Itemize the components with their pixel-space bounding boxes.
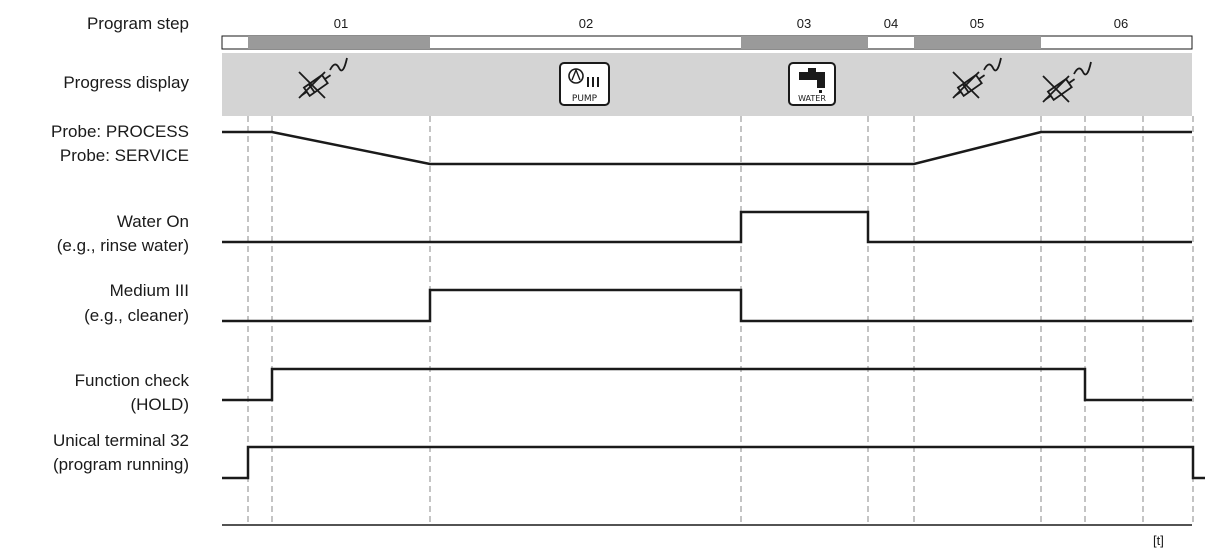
label-function-check-note: (HOLD)	[130, 395, 189, 414]
water-icon: WATER	[788, 62, 836, 106]
function-check-trace	[222, 367, 1192, 402]
label-probe-service: Probe: SERVICE	[59, 146, 189, 165]
medium-trace	[222, 288, 1192, 323]
time-unit-label: [t]	[1153, 533, 1164, 548]
step-bar-segment-03	[741, 36, 868, 49]
label-unical-note: (program running)	[52, 455, 189, 474]
step-number-01: 01	[333, 16, 349, 31]
label-progress-display: Progress display	[63, 73, 189, 92]
label-medium: Medium III	[109, 281, 189, 300]
pump-icon: PUMP	[559, 62, 610, 106]
step-number-03: 03	[796, 16, 812, 31]
probe-icon	[952, 57, 1002, 99]
label-unical: Unical terminal 32	[52, 431, 189, 450]
probe-trace	[222, 130, 1192, 166]
step-number-05: 05	[969, 16, 985, 31]
probe-icon	[1042, 61, 1092, 103]
label-water-on: Water On	[116, 212, 189, 231]
probe-icon	[298, 57, 348, 99]
progress-band	[222, 53, 1192, 116]
step-bar-segment-01	[248, 36, 430, 49]
water-icon-text: WATER	[798, 94, 826, 103]
step-bar-segment-05	[914, 36, 1041, 49]
label-medium-note: (e.g., cleaner)	[84, 306, 189, 325]
unical-trace	[222, 445, 1205, 480]
step-number-04: 04	[883, 16, 899, 31]
pump-icon-text: PUMP	[572, 94, 598, 104]
step-number-02: 02	[578, 16, 594, 31]
label-program-step: Program step	[86, 14, 189, 33]
step-number-06: 06	[1113, 16, 1129, 31]
water-on-trace	[222, 210, 1192, 244]
label-water-on-note: (e.g., rinse water)	[56, 236, 189, 255]
label-function-check: Function check	[74, 371, 189, 390]
label-probe-process: Probe: PROCESS	[51, 122, 189, 141]
